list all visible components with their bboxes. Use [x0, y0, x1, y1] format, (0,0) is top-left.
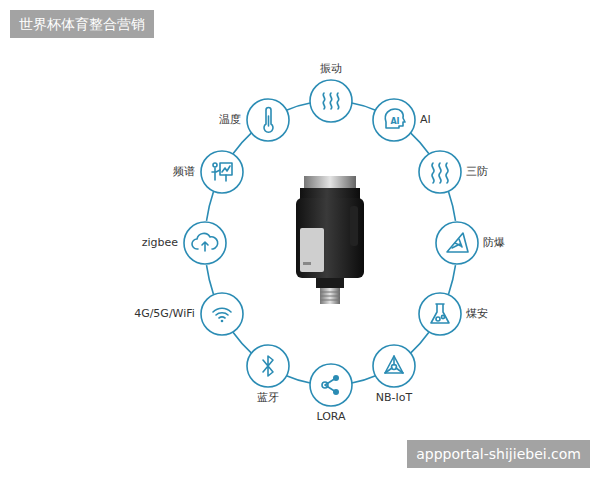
feature-circle: 4G/5G/WiFi — [200, 292, 244, 336]
feature-label: LORA — [316, 410, 345, 424]
feature-icon — [246, 98, 290, 142]
feature-circle: 蓝牙 — [246, 344, 290, 388]
feature-label: 蓝牙 — [257, 391, 279, 405]
feature-label: 防爆 — [483, 236, 505, 250]
feature-label: 振动 — [320, 62, 342, 76]
feature-icon — [246, 344, 290, 388]
feature-circle: 振动 — [309, 79, 353, 123]
feature-label: 三防 — [466, 165, 488, 179]
ring-arc — [449, 265, 456, 294]
feature-icon — [309, 79, 353, 123]
feature-icon — [372, 344, 416, 388]
feature-circle: NB-IoT — [372, 344, 416, 388]
feature-label: zigbee — [142, 236, 178, 250]
feature-label: 煤安 — [466, 307, 488, 321]
feature-circle: 防爆 — [435, 221, 479, 265]
ring-arc — [410, 133, 429, 154]
feature-circle: 三防 — [418, 150, 462, 194]
feature-circle: 煤安 — [418, 292, 462, 336]
ring-arc — [207, 192, 214, 221]
feature-label: 温度 — [219, 113, 241, 127]
feature-icon — [200, 292, 244, 336]
feature-label: 频谱 — [173, 165, 195, 179]
feature-icon — [309, 363, 353, 407]
svg-text:AI: AI — [390, 117, 399, 126]
ring-arc — [286, 103, 312, 111]
ring-arc — [449, 192, 456, 221]
ring-arc — [207, 265, 214, 294]
ring-arc — [233, 133, 252, 154]
feature-icon — [435, 221, 479, 265]
watermark-banner: 世界杯体育整合营销 — [10, 10, 154, 38]
feature-circle: LORA — [309, 363, 353, 407]
feature-label: NB-IoT — [376, 391, 412, 405]
ring-arc — [410, 332, 429, 353]
feature-label: 4G/5G/WiFi — [134, 307, 195, 321]
ring-arc — [286, 376, 312, 384]
feature-icon — [200, 150, 244, 194]
feature-label: AI — [420, 113, 431, 127]
feature-icon — [418, 292, 462, 336]
ring-arc — [351, 376, 377, 384]
feature-icon — [183, 221, 227, 265]
feature-circle: 温度 — [246, 98, 290, 142]
feature-icon — [418, 150, 462, 194]
feature-circle: AIAI — [372, 98, 416, 142]
watermark-banner: appportal-shijiebei.com — [407, 440, 590, 468]
feature-circle: zigbee — [183, 221, 227, 265]
ring-arc — [351, 103, 377, 111]
feature-icon: AI — [372, 98, 416, 142]
ring-arc — [233, 332, 252, 353]
feature-circle: 频谱 — [200, 150, 244, 194]
